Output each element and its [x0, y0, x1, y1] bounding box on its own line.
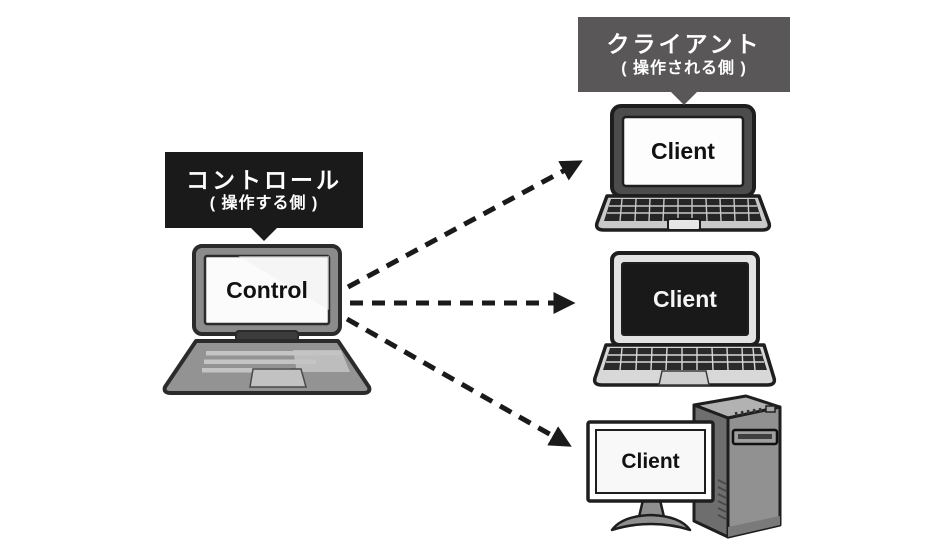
control-laptop	[162, 244, 372, 395]
client-callout-subtitle: ( 操作される側 )	[621, 59, 747, 77]
client1-touchpad	[667, 218, 701, 231]
desktop-monitor	[586, 420, 715, 532]
tower-power-button	[765, 405, 776, 413]
control-callout-label: コントロール ( 操作する側 )	[165, 152, 363, 241]
tower-bottom-band	[728, 516, 780, 537]
control-callout-subtitle: ( 操作する側 )	[209, 195, 319, 213]
client1-keyboard	[604, 199, 762, 221]
client3-desktop	[586, 394, 782, 539]
client2-key-grid	[606, 347, 764, 371]
monitor-screen	[595, 429, 706, 494]
control-key-row-2	[204, 359, 316, 364]
control-key-row-1	[206, 351, 341, 356]
control-screen-glare	[238, 256, 329, 310]
tower-drive-slot	[738, 434, 772, 439]
client2-laptop-screen	[621, 262, 749, 336]
monitor-base	[610, 513, 692, 532]
client-callout-label: クライアント ( 操作される側 )	[578, 17, 790, 105]
control-callout-title: コントロール	[186, 166, 342, 193]
tower-side-vents	[717, 479, 727, 520]
client2-touchpad	[658, 370, 710, 386]
client-callout-title: クライアント	[606, 31, 762, 58]
tower-top-vents	[734, 407, 762, 417]
control-callout-pointer-icon	[251, 228, 277, 241]
client1-laptop-screen	[621, 115, 745, 188]
client2-laptop	[592, 251, 777, 387]
client1-key-grid	[607, 198, 759, 222]
client2-keyboard	[603, 348, 767, 370]
connection-arrows	[345, 160, 583, 447]
client1-laptop	[594, 104, 772, 232]
arrow-control-to-client3	[345, 316, 572, 447]
client-callout-pointer-icon	[671, 92, 697, 105]
control-touchpad	[249, 368, 307, 388]
arrow-control-to-client1	[346, 160, 583, 290]
tower-front-face	[726, 405, 782, 539]
